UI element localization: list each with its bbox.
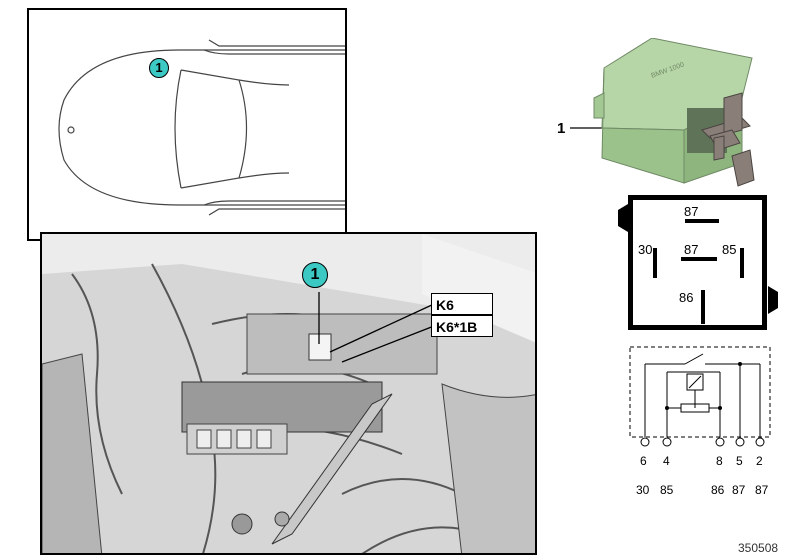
- terminal-pin-30: 30: [636, 483, 650, 497]
- terminal-pin-87b: 87: [755, 483, 769, 497]
- terminal-number-8: 8: [716, 454, 723, 468]
- pin-87-top-blade: [685, 219, 719, 223]
- k6-label: K6: [431, 293, 493, 315]
- pin-85-label: 85: [722, 242, 737, 257]
- k6-label-text: K6: [436, 297, 454, 313]
- location-marker: 1: [149, 58, 169, 78]
- location-marker-number: 1: [310, 266, 320, 283]
- terminal-pin-86: 86: [711, 483, 725, 497]
- pin-30-blade: [653, 248, 657, 278]
- pin-86-label: 86: [679, 290, 694, 305]
- image-reference-code: 350508: [738, 541, 779, 555]
- car-outline-drawing: [58, 39, 345, 216]
- installation-location-image: 1: [40, 232, 537, 555]
- relay-tab-left: [618, 204, 628, 232]
- terminal-number-5: 5: [736, 454, 743, 468]
- pin-87-mid-label: 87: [684, 242, 699, 257]
- k6-1b-label: K6*1B: [431, 315, 493, 337]
- terminal-number-6: 6: [640, 454, 647, 468]
- part-callout-number: 1: [557, 120, 566, 137]
- location-marker-number: 1: [155, 60, 163, 75]
- terminal-pin-85: 85: [660, 483, 674, 497]
- vehicle-location-panel: 1: [27, 8, 347, 241]
- terminal-pin-87: 87: [732, 483, 746, 497]
- pin-86-blade: [701, 290, 705, 324]
- pin-85-blade: [740, 248, 744, 278]
- relay-tab-right: [768, 286, 778, 314]
- relay-circuit-schematic: [629, 346, 771, 447]
- engine-bay-illustration: [42, 234, 535, 553]
- terminal-number-4: 4: [663, 454, 670, 468]
- terminal-number-2: 2: [756, 454, 763, 468]
- relay-pin-layout: 87 30 87 85 86: [628, 195, 767, 330]
- part-callout-leader: [570, 127, 606, 129]
- pin-30-label: 30: [638, 242, 653, 257]
- location-marker: 1: [302, 262, 328, 288]
- pin-87-top-label: 87: [684, 204, 699, 219]
- relay-illustration: BMW 1000: [593, 38, 755, 187]
- k6-1b-label-text: K6*1B: [436, 319, 478, 335]
- pin-87-mid-blade: [681, 257, 717, 261]
